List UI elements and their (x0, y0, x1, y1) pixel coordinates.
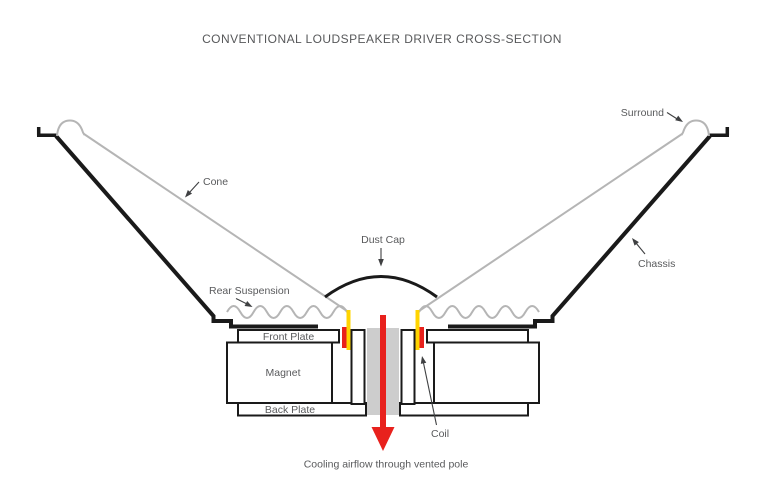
dust-cap-arc (324, 275, 438, 299)
dust-cap-annotation: Dust Cap (361, 234, 405, 267)
rear-suspension-wave-right (418, 305, 540, 319)
cone-left (83, 133, 348, 312)
surround-annotation: Surround (621, 107, 683, 122)
cooling-airflow-arrow (371, 315, 395, 451)
dust-cap-arrowhead-icon (378, 259, 384, 267)
surround-label: Surround (621, 107, 664, 119)
magnet-right-box (433, 341, 540, 404)
coil-former-left (346, 310, 351, 350)
airflow-arrow-shaft (380, 315, 386, 429)
mounting-flange-left (36, 127, 58, 137)
front-plate-right-box (426, 329, 529, 344)
chassis-label: Chassis (638, 258, 675, 270)
coil-former-right (415, 310, 420, 350)
diagram-title: CONVENTIONAL LOUDSPEAKER DRIVER CROSS-SE… (202, 32, 562, 46)
mounting-flange-right (708, 127, 730, 137)
surround-right (680, 119, 710, 137)
pole-piece-right (400, 329, 416, 405)
chassis-arrowhead-icon (632, 238, 639, 246)
coil-arrowhead-icon (420, 356, 427, 364)
cone-label: Cone (203, 176, 228, 188)
chassis-annotation: Chassis (632, 238, 675, 270)
voice-coil-right (419, 327, 424, 348)
rear-suspension-wave-left (226, 305, 348, 319)
cone-annotation: Cone (185, 176, 228, 198)
back-plate-right-box (399, 402, 529, 417)
surround-arrowhead-icon (675, 115, 683, 122)
back-plate-label: Back Plate (265, 404, 315, 416)
dust-cap-label: Dust Cap (361, 234, 405, 246)
chassis-left (54, 134, 318, 329)
surround-left (56, 119, 86, 137)
back-plate-left-box (237, 402, 367, 417)
coil-annotation: Coil (420, 356, 449, 440)
airflow-arrowhead (371, 427, 395, 451)
cone-right (418, 133, 683, 312)
cone-arrowhead-icon (185, 190, 193, 198)
chassis-right (448, 134, 712, 329)
coil-label: Coil (431, 428, 449, 440)
rear-suspension-annotation: Rear Suspension (209, 285, 290, 307)
front-plate-label: Front Plate (263, 331, 315, 343)
rear-suspension-label: Rear Suspension (209, 285, 290, 297)
voice-coil-left (342, 327, 347, 348)
rear-suspension-arrowhead-icon (244, 301, 253, 307)
magnet-label: Magnet (265, 367, 300, 379)
pole-piece-left (350, 329, 366, 405)
airflow-caption: Cooling airflow through vented pole (304, 459, 469, 471)
